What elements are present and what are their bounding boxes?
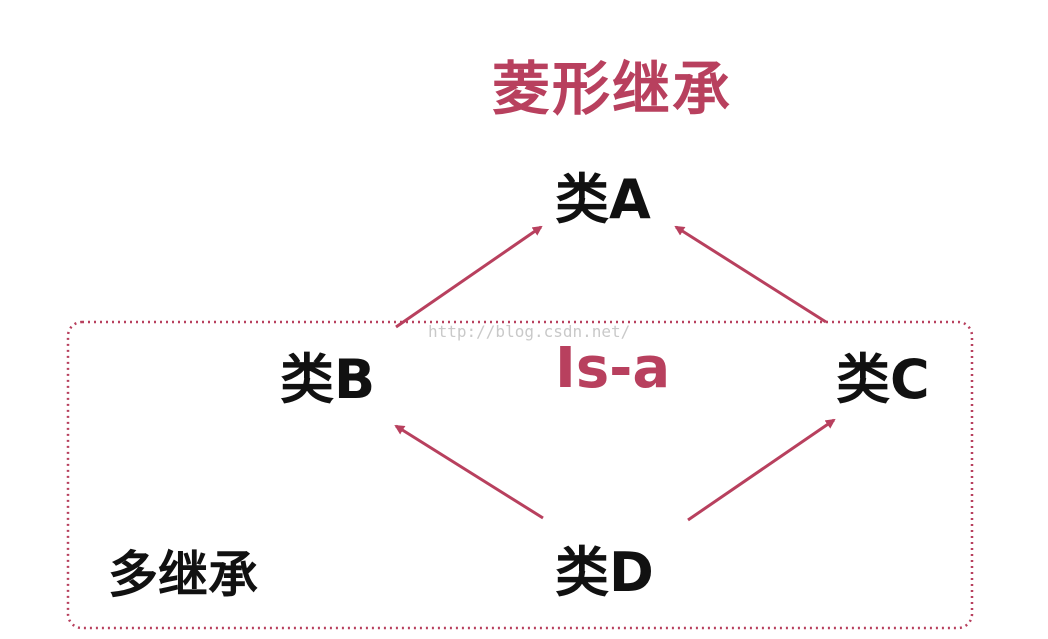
class-d-node: 类D [555, 541, 654, 604]
arrow-b-to-a [395, 225, 543, 329]
watermark-text: http://blog.csdn.net/ [428, 322, 631, 341]
arrow-c-to-a [674, 225, 827, 324]
arrow-d-to-c [687, 418, 836, 522]
class-b-node: 类B [280, 348, 376, 411]
class-c-node: 类C [836, 348, 930, 411]
diagram-title: 菱形继承 [491, 55, 732, 123]
multiple-inheritance-group-box [66, 320, 974, 630]
is-a-relation-label: Is-a [555, 336, 671, 401]
class-a-node: 类A [555, 168, 651, 231]
arrow-d-to-b [394, 424, 544, 520]
multiple-inheritance-label: 多继承 [108, 546, 258, 604]
